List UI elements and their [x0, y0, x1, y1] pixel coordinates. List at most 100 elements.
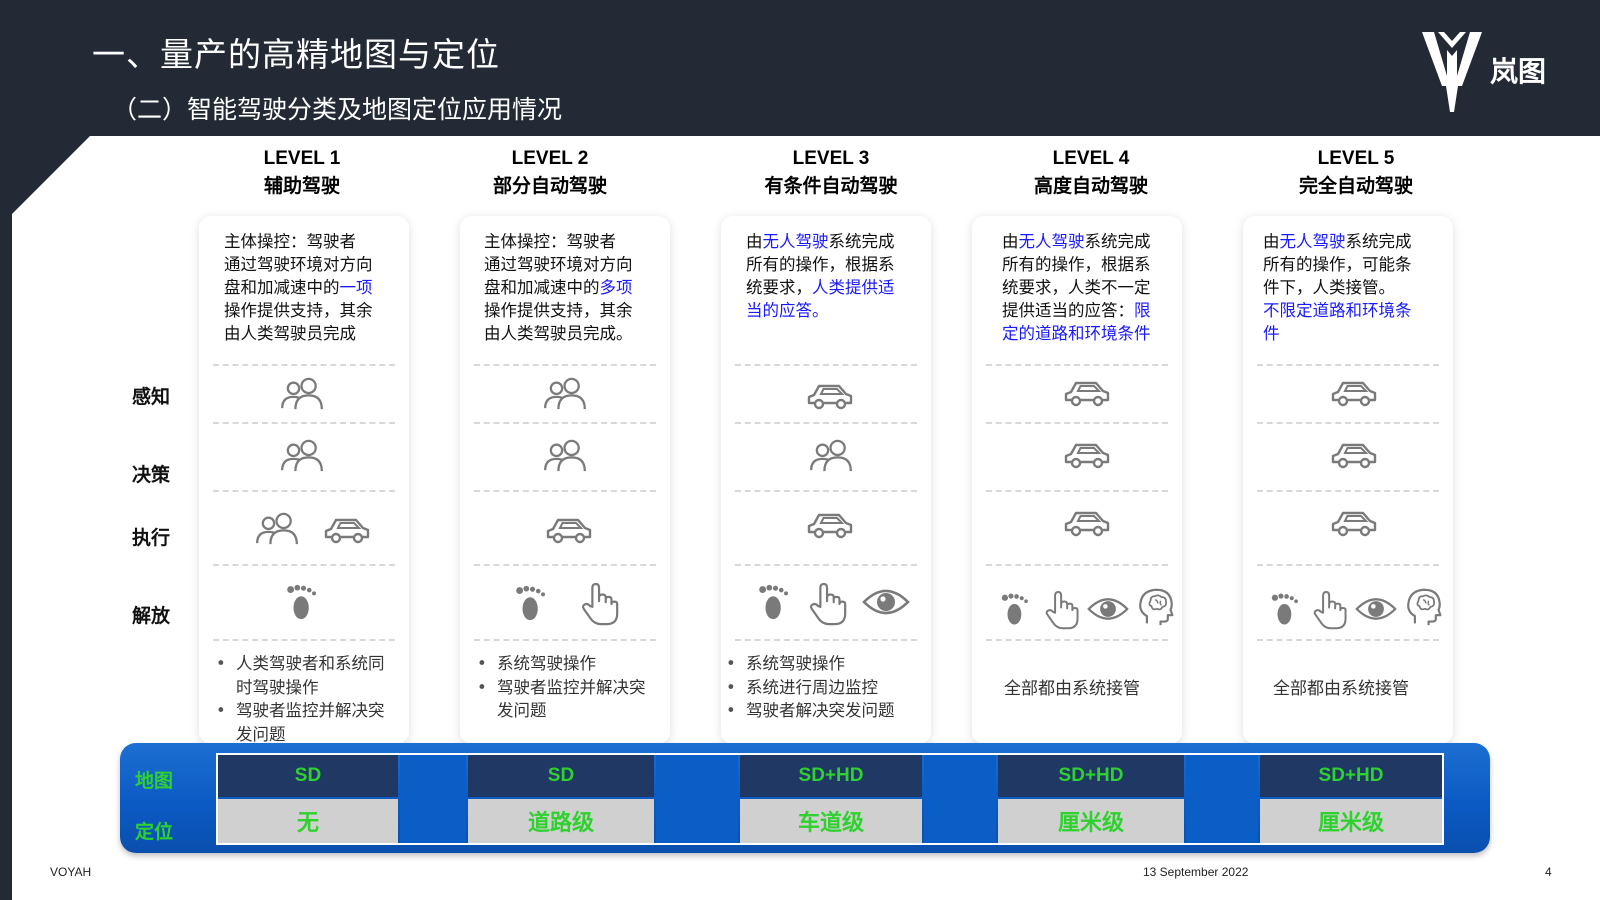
row-divider: [986, 364, 1168, 366]
level-1-bullets: 人类驾驶者和系统同时驾驶操作 驾驶者监控并解决突发问题: [212, 652, 398, 746]
map-cell-level-3: SD+HD: [740, 755, 922, 797]
car-icon: [1063, 378, 1111, 410]
location-cell-level-4: 厘米级: [998, 799, 1184, 843]
car-icon: [1330, 378, 1378, 410]
level-5-header: LEVEL 5 完全自动驾驶: [1246, 146, 1466, 200]
list-item: 驾驶者监控并解决突发问题: [212, 699, 398, 746]
row-divider: [986, 490, 1168, 492]
car-icon: [1063, 440, 1111, 472]
level-4-header: LEVEL 4 高度自动驾驶: [981, 146, 1201, 200]
people-icon: [279, 377, 325, 411]
level-title: 完全自动驾驶: [1298, 175, 1413, 197]
map-grid: [216, 753, 1444, 845]
row-divider: [1257, 564, 1439, 566]
row-divider: [474, 364, 656, 366]
spacer-cell: [400, 755, 466, 797]
row-label-decision: 决策: [132, 464, 171, 486]
row-divider: [474, 639, 656, 641]
spacer-cell: [1186, 799, 1258, 843]
row-label-perception: 感知: [132, 386, 171, 408]
level-title: 有条件自动驾驶: [764, 175, 898, 197]
car-icon: [323, 515, 371, 547]
people-icon: [279, 439, 325, 473]
level-4-summary: 全部都由系统接管: [1004, 679, 1140, 699]
map-row-label: 地图: [135, 770, 174, 792]
row-divider: [986, 422, 1168, 424]
row-divider: [213, 490, 395, 492]
level-3-bullets: 系统驾驶操作 系统进行周边监控 驾驶者解决突发问题: [722, 652, 930, 723]
row-divider: [1257, 364, 1439, 366]
people-icon: [542, 377, 588, 411]
level-title: 部分自动驾驶: [492, 175, 607, 197]
level-4-card: [972, 216, 1182, 744]
level-title: 高度自动驾驶: [1033, 175, 1148, 197]
level-3-description: 由无人驾驶系统完成 所有的操作，根据系 统要求，人类提供适 当的应答。: [746, 232, 895, 320]
level-3-header: LEVEL 3 有条件自动驾驶: [721, 146, 941, 200]
map-cell-level-2: SD: [468, 755, 654, 797]
spacer-cell: [656, 755, 738, 797]
head-brain-icon: [1404, 587, 1444, 627]
row-divider: [474, 564, 656, 566]
location-cell-level-2: 道路级: [468, 799, 654, 843]
row-divider: [1257, 639, 1439, 641]
location-cell-level-5: 厘米级: [1260, 799, 1442, 843]
map-cell-level-5: SD+HD: [1260, 755, 1442, 797]
spacer-cell: [400, 799, 466, 843]
level-1-header: LEVEL 1 辅助驾驶: [192, 146, 412, 200]
car-icon: [806, 510, 854, 542]
car-icon: [545, 515, 593, 547]
brand-logo: 岚图: [1420, 28, 1600, 114]
list-item: 系统进行周边监控: [722, 676, 930, 700]
highlight-text: 一项: [339, 278, 373, 297]
level-5-description: 由无人驾驶系统完成 所有的操作，可能条 件下，人类接管。 不限定道路和环境条 件: [1263, 232, 1412, 343]
row-divider: [735, 422, 917, 424]
row-divider: [735, 490, 917, 492]
car-icon: [806, 381, 854, 413]
footprint-icon: [998, 590, 1036, 628]
level-2-header: LEVEL 2 部分自动驾驶: [440, 146, 660, 200]
people-icon: [808, 439, 854, 473]
hand-icon: [579, 582, 621, 628]
level-2-bullets: 系统驾驶操作 驾驶者监控并解决突发问题: [473, 652, 659, 723]
list-item: 驾驶者解决突发问题: [722, 699, 930, 723]
spacer-cell: [924, 799, 996, 843]
list-item: 人类驾驶者和系统同时驾驶操作: [212, 652, 398, 699]
page-number: 4: [1545, 865, 1552, 879]
list-item: 系统驾驶操作: [722, 652, 930, 676]
row-label-execution: 执行: [132, 527, 171, 549]
head-brain-icon: [1136, 587, 1176, 627]
row-divider: [735, 564, 917, 566]
row-divider: [213, 364, 395, 366]
left-dark-strip: [0, 136, 12, 900]
hand-icon: [1043, 590, 1081, 632]
row-divider: [1257, 490, 1439, 492]
list-item: 驾驶者监控并解决突发问题: [473, 676, 659, 723]
map-cell-level-1: SD: [218, 755, 398, 797]
row-divider: [213, 639, 395, 641]
level-4-description: 由无人驾驶系统完成 所有的操作，根据系 统要求，人类不一定 提供适当的应答：限 …: [1002, 232, 1151, 343]
car-icon: [1330, 508, 1378, 540]
header-bar: [0, 0, 1600, 136]
row-divider: [474, 422, 656, 424]
level-number: LEVEL 5: [1317, 148, 1395, 169]
row-divider: [474, 490, 656, 492]
row-divider: [735, 364, 917, 366]
page-subtitle: （二）智能驾驶分类及地图定位应用情况: [112, 95, 563, 124]
spacer-cell: [1186, 755, 1258, 797]
highlight-text: 多项: [599, 278, 633, 297]
level-number: LEVEL 1: [263, 148, 341, 169]
level-5-card: [1243, 216, 1453, 744]
row-divider: [986, 639, 1168, 641]
level-5-summary: 全部都由系统接管: [1273, 679, 1409, 699]
people-icon: [542, 439, 588, 473]
voyah-emblem-icon: [1422, 32, 1482, 112]
level-number: LEVEL 2: [511, 148, 589, 169]
footprint-icon: [512, 582, 554, 624]
level-2-description: 主体操控：驾驶者 通过驾驶环境对方向 盘和加减速中的多项 操作提供支持，其余 由…: [484, 232, 633, 343]
level-number: LEVEL 3: [792, 148, 870, 169]
level-1-description: 主体操控：驾驶者 通过驾驶环境对方向 盘和加减速中的一项 操作提供支持，其余 由…: [224, 232, 373, 343]
footprint-icon: [1268, 590, 1306, 628]
list-item: 系统驾驶操作: [473, 652, 659, 676]
row-divider: [213, 564, 395, 566]
brand-name: 岚图: [1490, 55, 1547, 88]
